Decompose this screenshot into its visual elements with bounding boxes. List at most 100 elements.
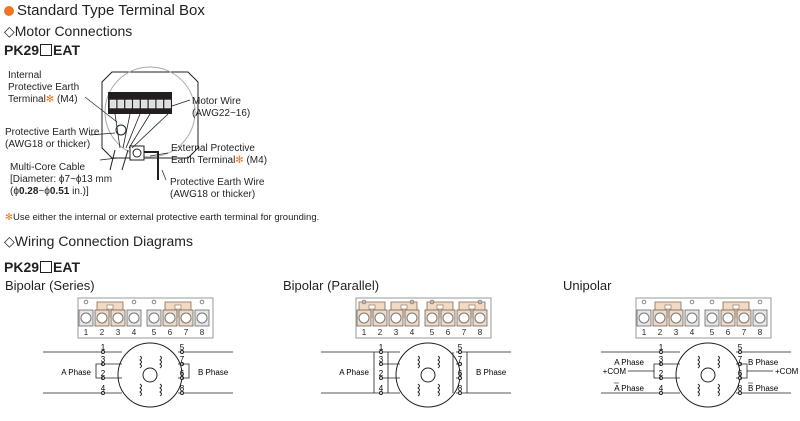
lead-node	[101, 391, 105, 395]
terminal-hole	[409, 299, 415, 305]
leader-lines	[84, 96, 191, 181]
parallel-link	[373, 352, 468, 393]
terminal-number: 7	[184, 328, 189, 337]
lead-node	[659, 391, 663, 395]
lead-node	[659, 350, 663, 354]
terminal-strip-screws	[109, 99, 171, 109]
terminal-hole	[151, 299, 157, 305]
lead-number: 4	[379, 384, 384, 393]
bullet-icon	[4, 6, 14, 16]
mini-terminal	[140, 99, 148, 109]
pe-wire-external-label: Protective Earth Wire(AWG18 or thicker)	[170, 177, 265, 200]
diagram-title-unipolar: Unipolar	[563, 278, 612, 293]
lead-number: 7	[738, 355, 743, 364]
terminal-number: 5	[710, 328, 715, 337]
terminal-screw-icon	[686, 312, 698, 324]
terminal-box-circle	[104, 66, 196, 158]
lead-number: 5	[180, 343, 185, 352]
terminal-screw-icon	[458, 312, 470, 324]
coil-icon	[139, 355, 142, 369]
coil-icon	[139, 383, 142, 397]
mini-terminal	[133, 99, 140, 109]
lead-number: 4	[659, 384, 664, 393]
terminal-number: 3	[674, 328, 679, 337]
coil-icon	[717, 355, 720, 369]
lead-node	[101, 350, 105, 354]
terminal-hole	[641, 299, 647, 305]
wiring-heading: ◇Wiring Connection Diagrams	[4, 233, 193, 249]
lead-node	[379, 350, 383, 354]
lead-number: 1	[101, 343, 106, 352]
placeholder-box-icon	[40, 44, 53, 56]
coil-icon	[437, 355, 440, 369]
terminal-number: 8	[200, 328, 205, 337]
lead-number: 1	[659, 343, 664, 352]
lead-node	[458, 362, 462, 366]
motor-circle	[675, 342, 741, 408]
com-label-left: +COM	[603, 367, 627, 376]
terminal-number: 1	[642, 328, 647, 337]
lead-node	[379, 391, 383, 395]
terminal-number: 1	[84, 328, 89, 337]
title-text: Standard Type Terminal Box	[17, 2, 205, 19]
terminal-number: 3	[116, 328, 121, 337]
terminal-screw-icon	[722, 312, 734, 324]
terminal-screw-icon	[706, 312, 718, 324]
mini-terminal	[117, 99, 125, 109]
terminal-number: 4	[690, 328, 695, 337]
lead-node	[379, 362, 383, 366]
lead-number: 6	[738, 369, 743, 378]
coil-icon	[697, 355, 700, 369]
terminal-number: 2	[100, 328, 105, 337]
terminal-screw-icon	[670, 312, 682, 324]
rotor-icon	[420, 367, 436, 383]
model-prefix: PK29	[4, 259, 40, 275]
internal-earth-terminal	[115, 124, 127, 136]
terminal-number: 8	[758, 328, 763, 337]
series-link	[95, 363, 190, 379]
mini-terminal	[164, 99, 171, 109]
coil-icon	[159, 383, 162, 397]
coil-icon	[437, 383, 440, 397]
left-phase-bar-label: A Phase	[614, 384, 644, 393]
terminal-number: 4	[410, 328, 415, 337]
terminal-hole	[361, 299, 367, 305]
lead-number: 6	[180, 369, 185, 378]
terminal-screw-icon	[148, 312, 160, 324]
terminal-number: 6	[726, 328, 731, 337]
terminal-number: 2	[658, 328, 663, 337]
mini-terminal	[125, 99, 132, 109]
lead-number: 3	[101, 355, 106, 364]
cable-label: Multi-Core Cable[Diameter: ϕ7~ϕ13 mm(ϕ0.…	[10, 162, 113, 197]
lead-number: 8	[458, 384, 463, 393]
terminal-screw-icon	[426, 312, 438, 324]
model-prefix: PK29	[4, 42, 40, 58]
terminal-number: 6	[446, 328, 451, 337]
right-phase-label: B Phase	[476, 368, 507, 377]
pe-wire-label: Protective Earth Wire(AWG18 or thicker)	[5, 127, 100, 150]
mini-terminal	[156, 99, 164, 109]
terminal-screw-icon	[196, 312, 208, 324]
lead-node	[180, 391, 184, 395]
terminal-screw-icon	[390, 312, 402, 324]
terminal-hole	[689, 299, 695, 305]
lead-node	[458, 350, 462, 354]
wiring-model: PK29 EAT	[4, 259, 80, 275]
lead-node	[738, 350, 742, 354]
terminal-screw-icon	[128, 312, 140, 324]
lead-number: 2	[101, 369, 106, 378]
com-link	[628, 363, 773, 379]
right-phase-bar-label: B Phase	[748, 384, 779, 393]
terminal-screw-icon	[80, 312, 92, 324]
terminal-number: 7	[742, 328, 747, 337]
coil-icon	[159, 355, 162, 369]
model-suffix: EAT	[53, 259, 80, 275]
lead-node	[379, 376, 383, 380]
terminal-screw-icon	[406, 312, 418, 324]
lead-node	[458, 376, 462, 380]
